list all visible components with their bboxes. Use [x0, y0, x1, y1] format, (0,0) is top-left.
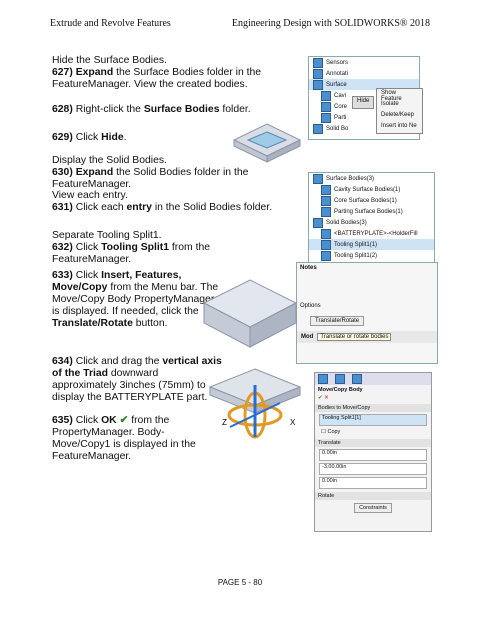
step-634: 634) Click and drag the vertical axis of… — [52, 356, 222, 403]
step-632: 632) Click Tooling Split1 from the Featu… — [52, 242, 211, 265]
surface-icon — [321, 101, 331, 112]
notes-label: Notes — [300, 265, 317, 271]
copy-checkbox[interactable]: ☐ — [321, 429, 326, 435]
folder-icon — [313, 217, 323, 228]
triad-z-label: Z — [222, 418, 227, 427]
menu-item-delete-keep[interactable]: Delete/Keep — [381, 112, 415, 118]
move-copy-property-manager: Move/Copy Body ✔ ✕ Bodies to Move/Copy T… — [314, 372, 432, 532]
tree-item-parting-surface[interactable]: Parting Surface Bodies(1) — [309, 206, 434, 217]
triad-model: Z X — [208, 368, 302, 439]
model-thumbnail — [232, 123, 302, 163]
body-icon — [321, 228, 331, 239]
step-635: 635) Click OK ✔ from the PropertyManager… — [52, 415, 196, 462]
step-630: 630) Expand the Solid Bodies folder in t… — [52, 167, 249, 190]
tree-item-sensors[interactable]: Sensors — [309, 57, 419, 68]
step-631: 631) Click each entry in the Solid Bodie… — [52, 202, 273, 213]
tree-item-surface-bodies[interactable]: Surface Bodies(3) — [309, 173, 434, 184]
folder-icon — [313, 57, 323, 68]
tree-item-solid[interactable]: Solid Bo — [309, 123, 419, 134]
config-manager-tab-icon[interactable] — [352, 374, 362, 384]
separate-title: Separate Tooling Split1. — [52, 230, 162, 241]
tree-item-core-surface[interactable]: Core Surface Bodies(1) — [309, 195, 434, 206]
tree-item-cavity[interactable]: Cavi — [309, 90, 419, 101]
hide-title: Hide the Surface Bodies. — [52, 55, 167, 66]
tree-item-batteryplate[interactable]: <BATTERYPLATE>-<HolderFill — [309, 228, 434, 239]
display-title: Display the Solid Bodies. — [52, 155, 167, 166]
feature-manager-tab-icon[interactable] — [318, 374, 328, 384]
surface-icon — [321, 184, 331, 195]
folder-icon — [313, 123, 323, 134]
surface-icon — [321, 112, 331, 123]
dz-field[interactable]: 0.00in — [319, 477, 427, 489]
page-number: PAGE 5 - 80 — [217, 578, 263, 587]
dx-field[interactable]: 0.00in — [319, 449, 427, 461]
triad-x-label: X — [290, 418, 296, 427]
surface-icon — [321, 90, 331, 101]
folder-icon — [313, 79, 323, 90]
tree-item-core[interactable]: Core — [309, 101, 419, 112]
tree-item-annotations[interactable]: Annotati — [309, 68, 419, 79]
options-panel: Notes Options Translate/Rotate Mod Trans… — [296, 262, 438, 364]
cancel-icon[interactable]: ✕ — [324, 395, 329, 401]
options-label: Options — [300, 303, 321, 309]
ok-icon[interactable]: ✔ — [318, 395, 323, 401]
context-menu: Show Feature Isolate Delete/Keep Insert … — [376, 88, 423, 134]
translate-section[interactable]: Translate — [315, 439, 431, 447]
check-icon: ✔ — [119, 415, 129, 426]
menu-item-insert-into-new[interactable]: Insert into Ne — [381, 123, 417, 129]
step-633: 633) Click Insert, Features, Move/Copy f… — [52, 270, 219, 329]
copy-label: Copy — [327, 429, 341, 435]
bodies-section[interactable]: Bodies to Move/Copy — [315, 404, 431, 412]
annotation-icon — [313, 68, 323, 79]
property-manager-tab-icon[interactable] — [335, 374, 345, 384]
constraints-button[interactable]: Constraints — [354, 503, 392, 513]
step-627: 627) Expand the Surface Bodies folder in… — [52, 67, 262, 90]
tree-item-parting[interactable]: Parti — [309, 112, 419, 123]
tree-item-tooling-split-2[interactable]: Tooling Split1(2) — [309, 250, 434, 261]
menu-item-isolate[interactable]: Isolate — [381, 101, 399, 107]
body-icon — [321, 239, 331, 250]
surface-icon — [321, 195, 331, 206]
surface-icon — [321, 206, 331, 217]
model-large — [202, 279, 298, 348]
pm-title: Move/Copy Body — [318, 387, 363, 393]
header-right: Engineering Design with SOLIDWORKS® 2018 — [231, 18, 430, 29]
dy-field[interactable]: -3.00.00in — [319, 463, 427, 475]
menu-item-show-feature[interactable]: Show Feature — [381, 90, 402, 102]
header-left: Extrude and Revolve Features — [50, 18, 171, 29]
view-title: View each entry. — [52, 190, 128, 201]
tree-item-surface[interactable]: Surface — [309, 79, 419, 90]
tree-item-cavity-surface[interactable]: Cavity Surface Bodies(1) — [309, 184, 434, 195]
tree-item-tooling-split-1[interactable]: Tooling Split1(1) — [309, 239, 434, 250]
feature-tree-2: Surface Bodies(3) Cavity Surface Bodies(… — [308, 172, 435, 264]
rotate-section[interactable]: Rotate — [315, 492, 431, 500]
body-icon — [321, 250, 331, 261]
tree-item-solid-bodies[interactable]: Solid Bodies(3) — [309, 217, 434, 228]
step-629: 629) Click Hide. — [52, 132, 127, 143]
bodies-list[interactable]: Tooling Split1[1] — [319, 414, 427, 426]
hide-tooltip[interactable]: Hide — [352, 96, 374, 109]
tooltip: Translate or rotate bodies — [317, 333, 392, 341]
mod-label: Mod — [301, 334, 314, 340]
step-628: 628) Right-click the Surface Bodies fold… — [52, 104, 251, 115]
translate-rotate-button[interactable]: Translate/Rotate — [310, 316, 365, 326]
folder-icon — [313, 173, 323, 184]
